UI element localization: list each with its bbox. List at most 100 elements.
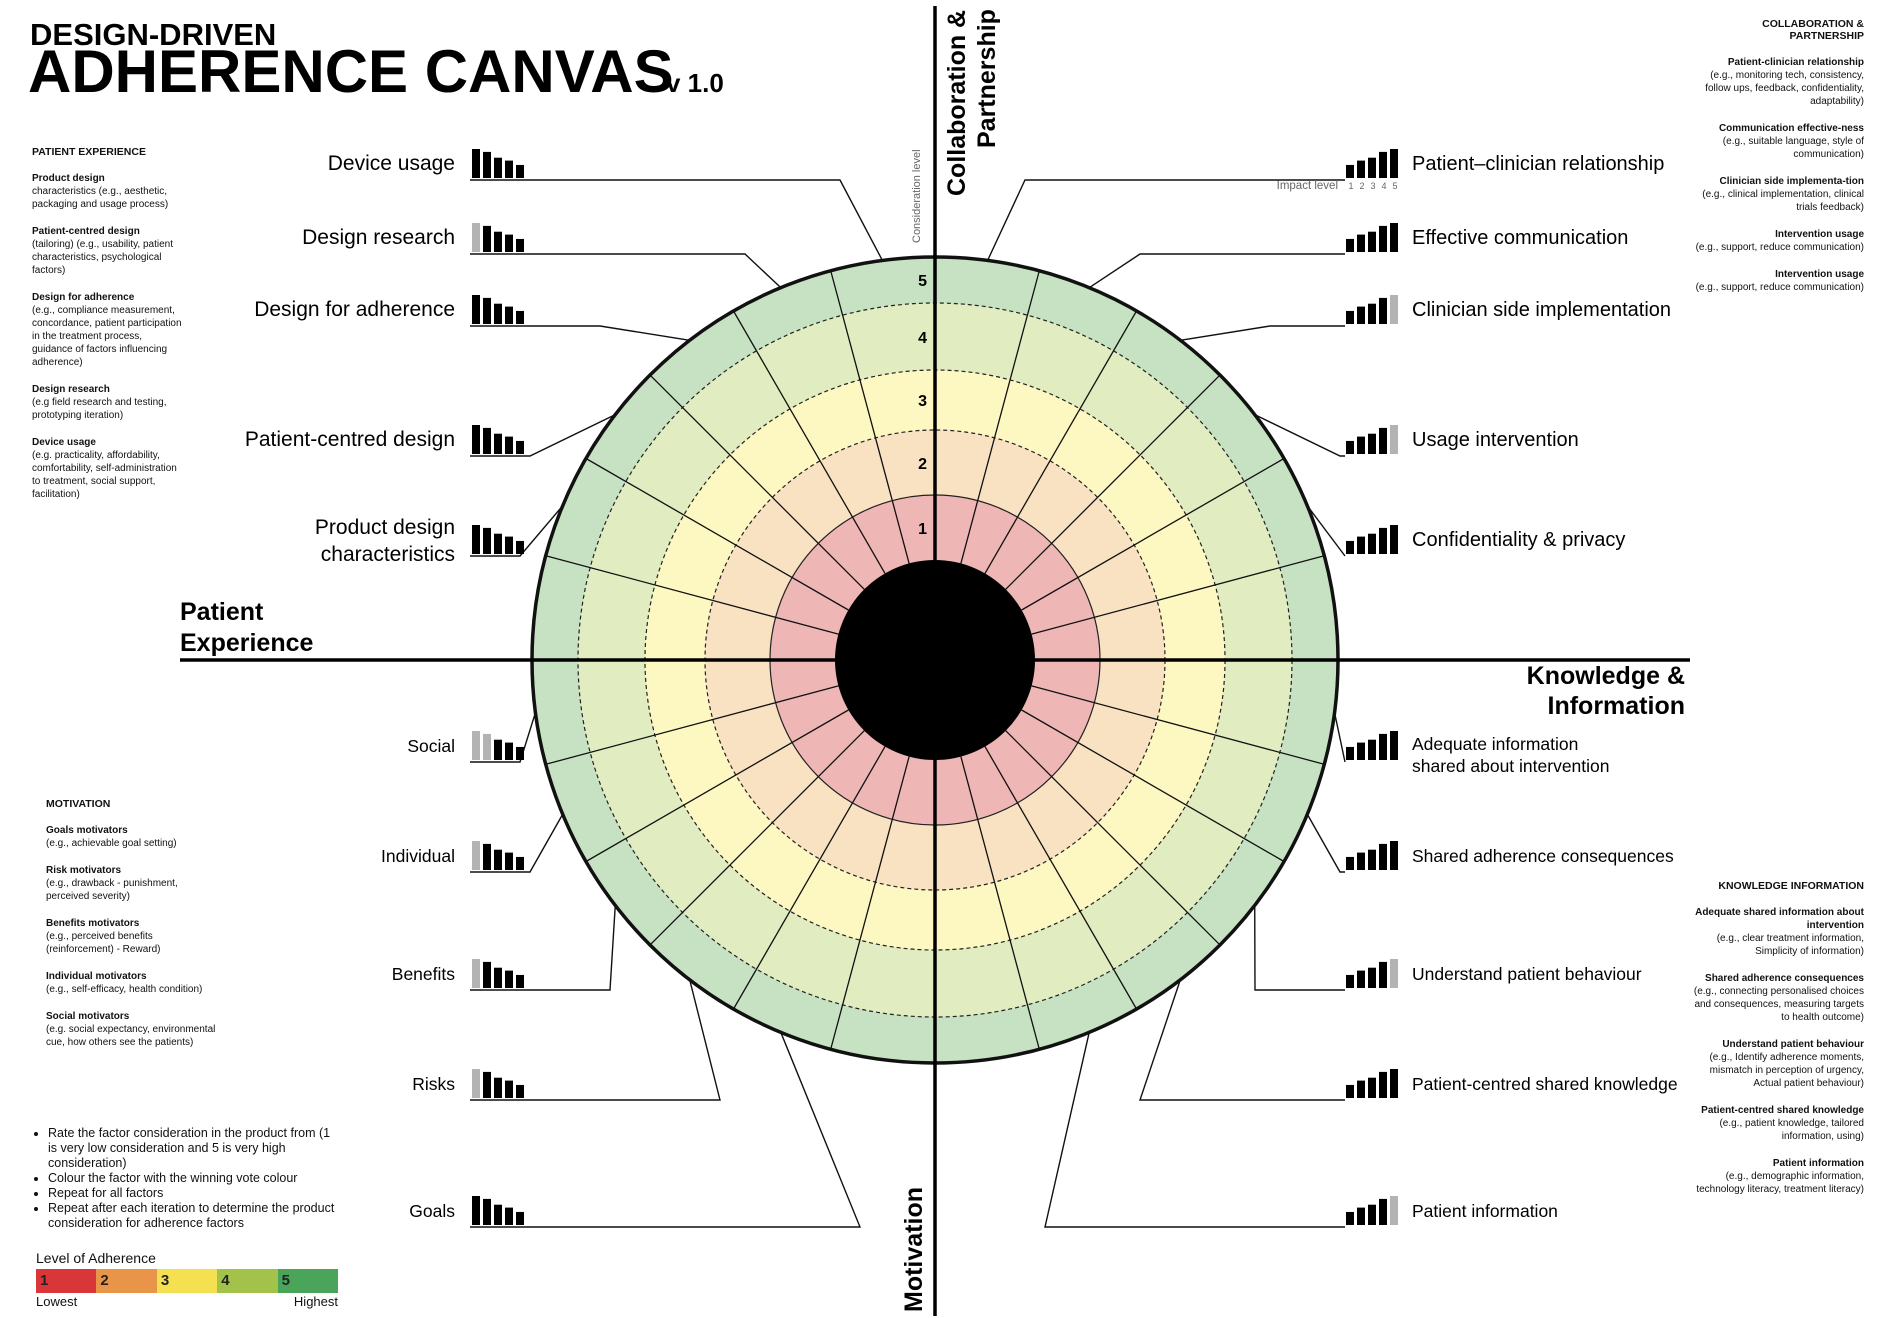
note-title: Patient-centred design <box>32 226 140 237</box>
sector-divider <box>649 730 865 946</box>
motivation-notes: MOTIVATION Goals motivators(e.g., achiev… <box>46 798 216 1063</box>
left-factor-8-bar-4 <box>505 970 513 988</box>
note-text: (e.g field research and testing, prototy… <box>32 397 167 421</box>
left-factor-5-bar-3 <box>494 533 502 554</box>
right-factor-2-bar-3 <box>1368 231 1376 252</box>
right-factor-10-bar-5 <box>1390 1196 1398 1225</box>
legend-title: Level of Adherence <box>36 1250 156 1266</box>
patient-notes-heading: PATIENT EXPERIENCE <box>32 146 146 158</box>
left-factor-4-bar-5 <box>516 440 524 454</box>
left-factor-9-bar-4 <box>505 1080 513 1098</box>
motivation-notes-item: Individual motivators(e.g., self-efficac… <box>46 970 216 996</box>
left-factor-label-4: Patient-centred design <box>245 428 455 451</box>
sector-divider <box>830 756 910 1050</box>
legend-lowest: Lowest <box>36 1294 78 1309</box>
sector-divider <box>984 310 1138 574</box>
sector-divider <box>830 270 910 564</box>
left-leader-4 <box>470 414 616 457</box>
left-factor-3-bar-1 <box>472 295 480 324</box>
legend-swatch-4: 4 <box>217 1269 278 1293</box>
left-factor-7-bar-5 <box>516 856 524 870</box>
note-text: characteristics (e.g., aesthetic, packag… <box>32 186 169 210</box>
left-factor-4-bar-1 <box>472 425 480 454</box>
left-factor-8-bar-2 <box>483 961 491 988</box>
title-block: DESIGN-DRIVEN ADHERENCE CANVAS v 1.0 <box>28 17 724 105</box>
sector-divider <box>1031 555 1325 635</box>
right-factor-5-bar-5 <box>1390 525 1398 554</box>
note-text: (e.g., clear treatment information, Simp… <box>1716 933 1864 957</box>
note-title: Intervention usage <box>1775 229 1864 240</box>
right-leader-10 <box>1044 1032 1345 1228</box>
knowledge-notes-item: Adequate shared information about interv… <box>1689 906 1864 958</box>
left-factor-8-bar-1 <box>472 959 480 988</box>
motivation-notes-heading: MOTIVATION <box>46 798 111 810</box>
right-factor-8-bar-1 <box>1346 974 1354 988</box>
left-factor-label-8: Benefits <box>392 964 455 984</box>
instructions-list: Rate the factor consideration in the pro… <box>36 1126 336 1231</box>
collab-notes-item: Patient-clinician relationship(e.g., mon… <box>1689 56 1864 108</box>
level-number-3: 3 <box>918 393 927 410</box>
right-factor-2-bar-5 <box>1390 223 1398 252</box>
collab-notes-item: Intervention usage(e.g., support, reduce… <box>1689 268 1864 294</box>
right-factor-5-bar-4 <box>1379 527 1387 554</box>
right-factor-9-bar-4 <box>1379 1071 1387 1098</box>
right-factor-10-bar-3 <box>1368 1204 1376 1225</box>
right-factor-label-1: Patient–clinician relationship <box>1412 153 1664 175</box>
knowledge-notes-heading: KNOWLEDGE INFORMATION <box>1718 880 1864 892</box>
legend-highest: Highest <box>293 1294 338 1309</box>
note-title: Patient information <box>1772 1158 1864 1169</box>
left-factor-4-bar-3 <box>494 433 502 454</box>
left-factor-10-bar-4 <box>505 1207 513 1225</box>
instruction-item: Repeat for all factors <box>48 1186 336 1201</box>
right-factor-label-5: Confidentiality & privacy <box>1412 529 1625 551</box>
title-line1: DESIGN-DRIVEN <box>30 17 276 52</box>
left-factor-2-bar-2 <box>483 225 491 252</box>
left-factor-label-2: Design research <box>302 226 455 249</box>
left-factor-5-bar-2 <box>483 527 491 554</box>
sector-divider <box>984 746 1138 1010</box>
left-factor-8-bar-3 <box>494 967 502 988</box>
knowledge-quadrant-label-2: Information <box>1548 692 1686 720</box>
note-title: Communication effective-ness <box>1718 123 1864 134</box>
right-factor-6-bar-5 <box>1390 731 1398 760</box>
left-factor-10-bar-2 <box>483 1198 491 1225</box>
note-text: (e.g., achievable goal setting) <box>46 838 177 849</box>
left-factor-1-bar-5 <box>516 164 524 178</box>
impact-level-label: Impact level <box>1277 180 1338 192</box>
knowledge-notes-item: Patient information(e.g., demographic in… <box>1689 1157 1864 1196</box>
left-factor-7-bar-3 <box>494 849 502 870</box>
collab-notes-item: Clinician side implementa-tion(e.g., cli… <box>1689 175 1864 214</box>
patient-quadrant-label-2: Experience <box>180 629 314 657</box>
sector-divider <box>545 685 839 765</box>
title-version: v 1.0 <box>666 68 724 98</box>
collab-quadrant-label-1: Collaboration & <box>943 10 971 196</box>
left-factor-label-5: Product design <box>315 516 455 539</box>
impact-bars <box>472 149 1398 1225</box>
left-factor-label-10: Goals <box>409 1201 455 1221</box>
left-factor-2-bar-3 <box>494 231 502 252</box>
right-factor-8-bar-2 <box>1357 970 1365 988</box>
note-title: Design research <box>32 384 110 395</box>
note-title: Social motivators <box>46 1011 130 1022</box>
instructions: Rate the factor consideration in the pro… <box>36 1126 336 1231</box>
left-factor-3-bar-5 <box>516 310 524 324</box>
level-number-2: 2 <box>918 456 927 473</box>
legend-swatch-1: 1 <box>36 1269 97 1293</box>
right-factor-4-bar-5 <box>1390 425 1398 454</box>
right-factor-9-bar-5 <box>1390 1069 1398 1098</box>
left-factor-6-bar-1 <box>472 731 480 760</box>
right-factor-label-7: Shared adherence consequences <box>1412 846 1674 866</box>
note-text: (e.g., compliance measurement, concordan… <box>32 305 182 368</box>
motivation-notes-item: Benefits motivators(e.g., perceived bene… <box>46 917 216 956</box>
note-text: (e.g., connecting personalised choices a… <box>1693 986 1864 1023</box>
note-title: Benefits motivators <box>46 918 140 929</box>
right-factor-7-bar-3 <box>1368 849 1376 870</box>
right-factor-1-bar-2 <box>1357 160 1365 178</box>
sector-divider <box>545 555 839 635</box>
right-factor-3-bar-1 <box>1346 310 1354 324</box>
right-leader-6 <box>1333 712 1346 763</box>
right-factor-3-bar-4 <box>1379 297 1387 324</box>
knowledge-notes-item: Shared adherence consequences(e.g., conn… <box>1689 972 1864 1024</box>
level-number-1: 1 <box>918 521 927 538</box>
